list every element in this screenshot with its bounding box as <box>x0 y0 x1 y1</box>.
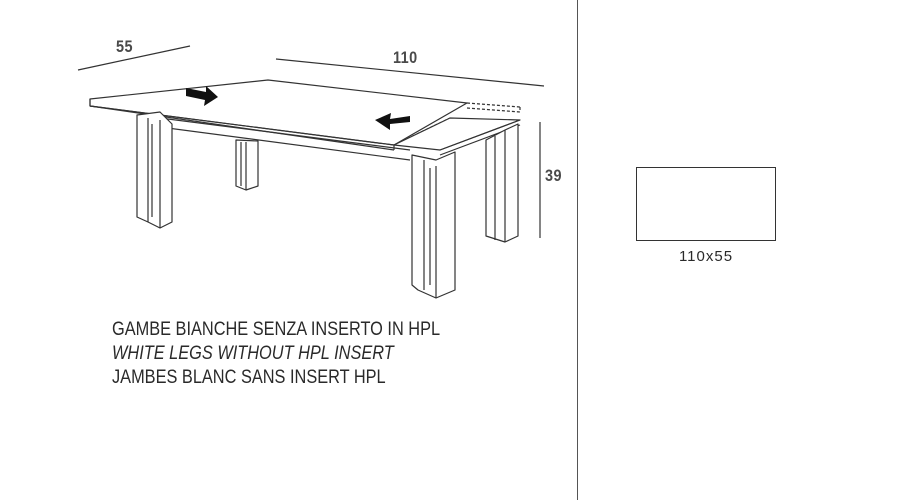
vertical-divider <box>577 0 578 500</box>
length-dimension-line <box>275 58 545 87</box>
depth-dimension-label: 55 <box>116 37 133 56</box>
table-illustration <box>77 45 545 299</box>
tabletop <box>89 79 468 151</box>
height-dimension-label: 39 <box>545 166 562 185</box>
caption-french: JAMBES BLANC SANS INSERT HPL <box>112 367 386 388</box>
caption-block: GAMBE BIANCHE SENZA INSERTO IN HPL WHITE… <box>112 318 494 390</box>
arrow-right-icon <box>186 86 218 106</box>
caption-english: WHITE LEGS WITHOUT HPL INSERT <box>112 343 394 364</box>
back-left-leg <box>235 139 259 191</box>
top-view-rectangle <box>636 167 776 241</box>
back-right-leg <box>485 123 519 243</box>
front-right-leg <box>411 151 456 299</box>
top-view-label: 110x55 <box>678 248 734 265</box>
length-dimension-label: 110 <box>393 48 418 67</box>
caption-italian: GAMBE BIANCHE SENZA INSERTO IN HPL <box>112 319 441 340</box>
arrow-left-icon <box>375 113 410 130</box>
table-drawing: 55 110 39 GAMBE BIANCHE SENZA INSERTO IN… <box>77 37 562 390</box>
apron <box>159 117 411 151</box>
front-left-leg <box>136 111 173 229</box>
extension-frame <box>393 117 521 156</box>
depth-dimension-line <box>77 45 191 71</box>
